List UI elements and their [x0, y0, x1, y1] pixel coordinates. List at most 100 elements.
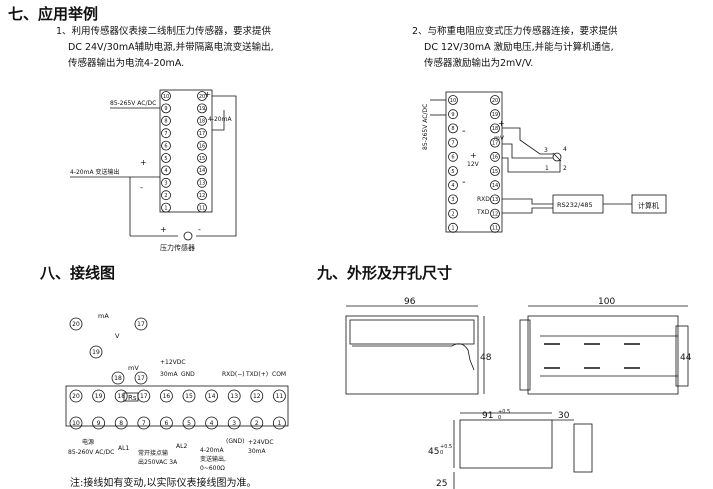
d1-terminal-14-label: 14 [199, 168, 205, 174]
wiring-top-terminal-16: 16 [159, 389, 173, 403]
wiring-top-terminal-13: 13 [227, 389, 241, 403]
d1-terminal-5: 5 [161, 153, 171, 163]
wiring-top-terminal-20-label: 20 [72, 393, 80, 400]
d1-terminal-20-label: 20 [199, 94, 205, 100]
wiring-bottom-terminal-8: 8 [114, 416, 128, 430]
d1-terminal-16: 16 [197, 140, 207, 151]
d1-terminal-16-label: 16 [199, 143, 205, 149]
d1-terminal-2-circle [161, 190, 171, 201]
d1-terminal-6-label: 6 [164, 143, 167, 149]
d2-terminal-3: 3 [448, 194, 458, 205]
d2-terminal-10-circle [448, 95, 458, 105]
wiring-terminal-block [65, 385, 289, 427]
input-v-label: V [115, 332, 120, 340]
wiring-bottom-terminal-6-label: 6 [164, 420, 168, 427]
wiring-input-terminal-0-circle [69, 317, 83, 331]
al2-label: AL2 [176, 443, 187, 450]
d2-terminal-14-circle [490, 180, 500, 191]
d1-terminal-13: 13 [197, 177, 207, 188]
wiring-top-terminal-11: 11 [272, 389, 286, 403]
rs-label: Rs [128, 394, 137, 402]
d2-terminal-8: 8 [448, 123, 458, 134]
d1-tx-label: 4-20mA 变送输出 [70, 168, 119, 176]
d1-terminal-15: 15 [197, 153, 207, 163]
d2-terminal-15-circle [490, 166, 500, 176]
wiring-top-terminal-18: 18 [114, 389, 128, 403]
wiring-top-terminal-18-label: 18 [117, 393, 125, 400]
wiring-input-terminal-3-circle [111, 371, 125, 385]
dim-100: 100 [598, 297, 615, 307]
wiring-top-terminal-19-label: 19 [95, 393, 103, 400]
d1-terminal-18-circle [197, 115, 207, 126]
d1-sensor-label: 压力传感器 [160, 243, 195, 252]
d2-power-label: 85-265V AC/DC [422, 104, 429, 150]
power-range-label: 85-260V AC/DC [68, 449, 114, 456]
d1-terminal-3-label: 3 [164, 181, 167, 187]
d1-terminal-3: 3 [161, 177, 171, 188]
gnd2-label: (GND) [226, 438, 244, 445]
wiring-bottom-terminal-2-circle [250, 416, 264, 430]
d2-terminal-19: 19 [490, 109, 500, 120]
d1-plus2: + [140, 158, 147, 167]
wiring-input-terminal-1: 17 [134, 317, 148, 331]
d2-rxd-label: RXD [477, 196, 490, 203]
d2-terminal-13-label: 13 [492, 197, 498, 203]
d2-terminal-20-circle [490, 95, 500, 105]
d1-terminal-19-circle [197, 103, 207, 114]
d2-terminal-7-circle [448, 137, 458, 148]
d2-terminal-15-label: 15 [492, 169, 498, 175]
d1-terminal-9-label: 9 [164, 106, 167, 112]
d1-terminal-15-circle [197, 153, 207, 163]
d1-terminal-4-circle [161, 165, 171, 176]
d2-terminal-2-label: 2 [451, 211, 454, 217]
d2-terminal-13-circle [490, 194, 500, 205]
d2-mv-label: mV [494, 135, 505, 142]
gnd-label: GND [181, 371, 195, 378]
d2-terminal-10: 10 [448, 95, 458, 105]
wiring-top-terminal-17: 17 [137, 389, 151, 403]
wiring-top-terminal-18-circle [114, 389, 128, 403]
d1-terminal-1-label: 1 [164, 205, 167, 211]
p24-line-2: 30mA [248, 448, 266, 455]
d1-out-label: 4-20mA [208, 116, 232, 123]
d2-terminal-14-label: 14 [492, 183, 498, 189]
d2-terminal-10-label: 10 [450, 98, 456, 104]
d2-terminal-4-circle [448, 180, 458, 191]
d2-terminal-1-label: 1 [451, 226, 454, 232]
d1-terminal-8-label: 8 [164, 119, 167, 125]
d2-terminal-16-circle [490, 151, 500, 162]
side-view-outline [527, 315, 679, 395]
d2-terminal-14: 14 [490, 180, 500, 191]
al1-label: AL1 [118, 445, 129, 452]
wiring-top-terminal-12-label: 12 [253, 393, 261, 400]
wiring-top-terminal-13-circle [227, 389, 241, 403]
front-view-curve [352, 343, 475, 371]
wiring-top-terminal-19: 19 [92, 389, 105, 403]
d1-sensor-minus: - [198, 225, 201, 234]
d2-terminal-20-label: 20 [492, 98, 498, 104]
tx-line-1: 4-20mA [200, 447, 224, 454]
d2-terminal-15: 15 [490, 166, 500, 176]
wiring-bottom-terminal-3: 3 [227, 416, 241, 430]
power-label: 电源 [82, 438, 94, 446]
d2-minus12: - [462, 177, 466, 188]
d1-terminal-7-label: 7 [164, 131, 167, 137]
d1-terminal-10-label: 10 [163, 94, 169, 100]
dimension-drawings: 96 48 100 44 91 +0.5 0 30 45 +0.5 0 25 [345, 297, 692, 489]
wiring-top-terminal-14-label: 14 [208, 393, 216, 400]
d1-terminal-18: 18 [197, 115, 207, 126]
wiring-bottom-terminal-10: 10 [69, 416, 83, 430]
d1-terminal-10: 10 [161, 91, 171, 101]
wiring-top-terminal-12: 12 [250, 389, 264, 403]
d1-terminal-11: 11 [197, 202, 207, 213]
d2-terminal-13: 13 [490, 194, 500, 205]
d2-plus: + [498, 119, 505, 128]
d1-terminal-6-circle [161, 140, 171, 151]
d1-terminal-7-circle [161, 128, 171, 139]
p12-label: +12VDC [160, 359, 186, 366]
d2-terminal-17-circle [490, 137, 500, 148]
wiring-bottom-terminal-5: 5 [182, 416, 196, 430]
d2-terminal-11-label: 11 [492, 226, 498, 232]
